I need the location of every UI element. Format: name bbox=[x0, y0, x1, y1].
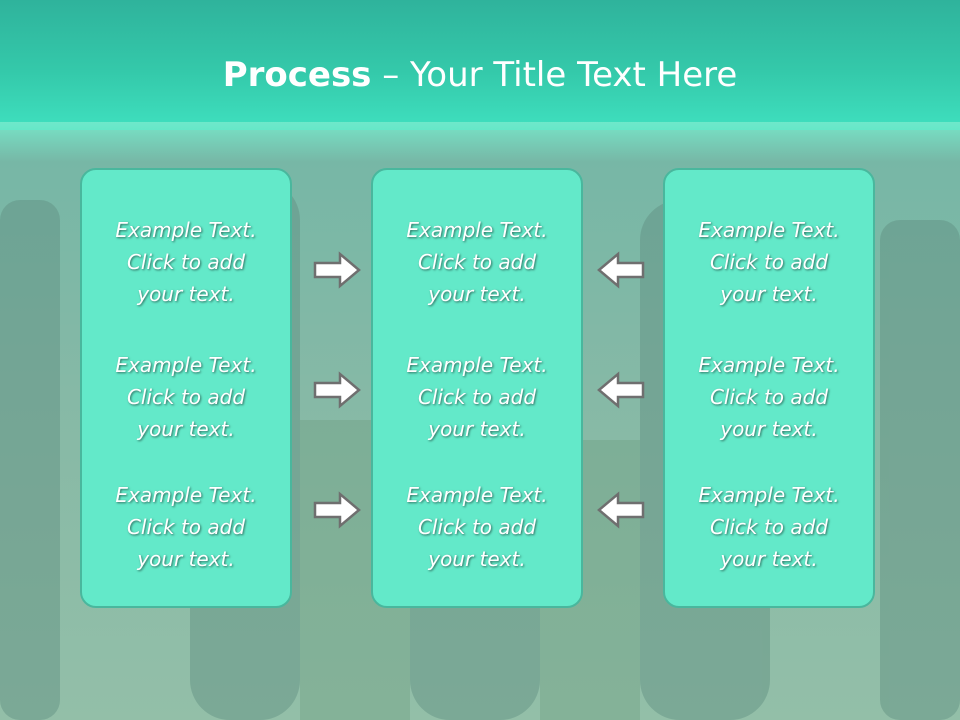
text-block[interactable]: Example Text. Click to add your text. bbox=[665, 479, 873, 575]
text-line: Click to add bbox=[417, 250, 537, 274]
text-line: Click to add bbox=[709, 250, 829, 274]
arrow-left-icon[interactable] bbox=[596, 490, 646, 530]
text-line: Example Text. bbox=[115, 218, 257, 242]
text-block[interactable]: Example Text. Click to add your text. bbox=[82, 479, 290, 575]
process-box-right[interactable]: Example Text. Click to add your text. Ex… bbox=[663, 168, 875, 608]
arrow-left-icon[interactable] bbox=[596, 370, 646, 410]
arrow-right-icon[interactable] bbox=[312, 490, 362, 530]
text-line: your text. bbox=[720, 547, 818, 571]
text-block[interactable]: Example Text. Click to add your text. bbox=[82, 349, 290, 445]
text-line: Example Text. bbox=[115, 353, 257, 377]
text-line: Click to add bbox=[126, 515, 246, 539]
text-line: Click to add bbox=[126, 385, 246, 409]
text-line: Example Text. bbox=[406, 218, 548, 242]
text-line: your text. bbox=[428, 282, 526, 306]
arrow-right-icon[interactable] bbox=[312, 370, 362, 410]
text-line: Click to add bbox=[417, 385, 537, 409]
title-rest: – Your Title Text Here bbox=[371, 55, 738, 95]
text-line: your text. bbox=[137, 547, 235, 571]
text-line: Click to add bbox=[709, 385, 829, 409]
process-box-left[interactable]: Example Text. Click to add your text. Ex… bbox=[80, 168, 292, 608]
text-block[interactable]: Example Text. Click to add your text. bbox=[373, 214, 581, 310]
text-line: Click to add bbox=[417, 515, 537, 539]
title-bold: Process bbox=[222, 55, 372, 95]
process-box-center[interactable]: Example Text. Click to add your text. Ex… bbox=[371, 168, 583, 608]
page-title[interactable]: Process – Your Title Text Here bbox=[0, 52, 960, 98]
text-block[interactable]: Example Text. Click to add your text. bbox=[665, 349, 873, 445]
text-line: Example Text. bbox=[698, 218, 840, 242]
text-block[interactable]: Example Text. Click to add your text. bbox=[373, 349, 581, 445]
text-line: your text. bbox=[720, 417, 818, 441]
arrow-right-icon[interactable] bbox=[312, 250, 362, 290]
text-line: Example Text. bbox=[698, 483, 840, 507]
text-block[interactable]: Example Text. Click to add your text. bbox=[82, 214, 290, 310]
text-line: Example Text. bbox=[115, 483, 257, 507]
text-block[interactable]: Example Text. Click to add your text. bbox=[373, 479, 581, 575]
text-line: your text. bbox=[428, 417, 526, 441]
text-line: your text. bbox=[137, 417, 235, 441]
title-bar bbox=[0, 0, 960, 130]
text-line: Example Text. bbox=[406, 353, 548, 377]
text-line: your text. bbox=[428, 547, 526, 571]
text-line: your text. bbox=[720, 282, 818, 306]
text-line: Click to add bbox=[709, 515, 829, 539]
text-line: Example Text. bbox=[406, 483, 548, 507]
text-line: your text. bbox=[137, 282, 235, 306]
title-bar-fade bbox=[0, 122, 960, 162]
text-block[interactable]: Example Text. Click to add your text. bbox=[665, 214, 873, 310]
text-line: Example Text. bbox=[698, 353, 840, 377]
arrow-left-icon[interactable] bbox=[596, 250, 646, 290]
text-line: Click to add bbox=[126, 250, 246, 274]
